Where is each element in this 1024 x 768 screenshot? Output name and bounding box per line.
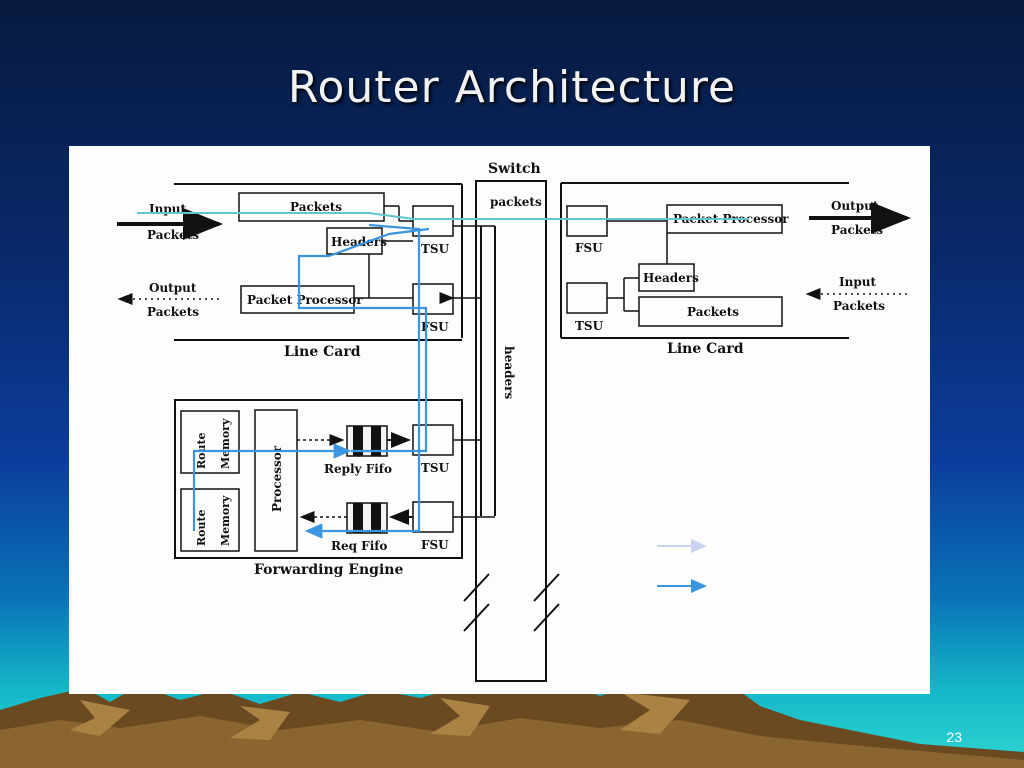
left-input-label-2: Packets xyxy=(147,228,199,242)
right-packets-label: Packets xyxy=(687,305,739,319)
right-headers-label: Headers xyxy=(643,271,699,285)
diagram-panel: Switch packets headers Packets Headers P… xyxy=(69,146,930,694)
page-number: 23 xyxy=(946,729,962,745)
right-fsu-box xyxy=(566,205,608,237)
right-line-card: FSU TSU Packet Processor Headers Packets… xyxy=(560,182,911,357)
right-fsu-label: FSU xyxy=(575,241,603,255)
processor-box xyxy=(254,409,298,552)
right-output-label-1: Output xyxy=(831,199,879,213)
switch-packets-label: packets xyxy=(490,195,542,209)
switch-body xyxy=(475,180,547,682)
fe-tsu-label: TSU xyxy=(421,461,450,475)
route-memory-bottom-box xyxy=(180,488,240,552)
switch-headers-label: headers xyxy=(502,346,516,399)
left-tsu-label: TSU xyxy=(421,242,450,256)
left-packet-processor-box xyxy=(240,285,355,314)
route-memory-bottom-label-1: Route xyxy=(195,509,208,546)
left-fsu-label: FSU xyxy=(421,320,449,334)
route-memory-top-label-2: Memory xyxy=(219,418,232,469)
right-output-label-2: Packets xyxy=(831,223,883,237)
route-memory-top-box xyxy=(180,410,240,474)
forwarding-engine: Route Memory Route Memory Processor Repl… xyxy=(174,225,495,578)
switch-break-3 xyxy=(533,573,560,602)
req-fifo-label: Req Fifo xyxy=(331,539,387,553)
switch-break-2 xyxy=(463,603,490,632)
header-flow-path-3 xyxy=(297,254,428,453)
fe-fsu-label: FSU xyxy=(421,538,449,552)
route-memory-bottom-label-2: Memory xyxy=(219,495,232,546)
right-input-label-1: Input xyxy=(839,275,876,289)
left-output-label-1: Output xyxy=(149,281,197,295)
header-flow-path-2 xyxy=(192,443,352,531)
left-headers-label: Headers xyxy=(331,235,387,249)
packet-flow-path xyxy=(137,212,749,220)
forwarding-engine-caption: Forwarding Engine xyxy=(254,562,403,578)
router-architecture-diagram: Switch packets headers Packets Headers P… xyxy=(117,161,911,682)
right-line-card-caption: Line Card xyxy=(667,341,744,357)
right-input-label-2: Packets xyxy=(833,299,885,313)
switch-label: Switch xyxy=(488,161,541,177)
left-line-card: Packets Headers Packet Processor TSU FSU… xyxy=(117,183,463,360)
left-output-label-2: Packets xyxy=(147,305,199,319)
reply-fifo-label: Reply Fifo xyxy=(324,462,392,476)
switch-break-4 xyxy=(533,603,560,632)
slide-title: Router Architecture xyxy=(287,62,737,113)
header-flow-path-1 xyxy=(304,223,421,539)
right-tsu-label: TSU xyxy=(575,319,604,333)
left-packet-processor-label: Packet Processor xyxy=(247,293,363,307)
processor-label: Processor xyxy=(270,445,284,512)
left-packets-box xyxy=(238,192,385,222)
switch-break-1 xyxy=(463,573,490,602)
mountain-decoration xyxy=(0,680,1024,768)
right-tsu-box xyxy=(566,282,608,314)
left-line-card-caption: Line Card xyxy=(284,344,361,360)
left-packets-label: Packets xyxy=(290,200,342,214)
header-flow-path-4 xyxy=(328,227,430,258)
